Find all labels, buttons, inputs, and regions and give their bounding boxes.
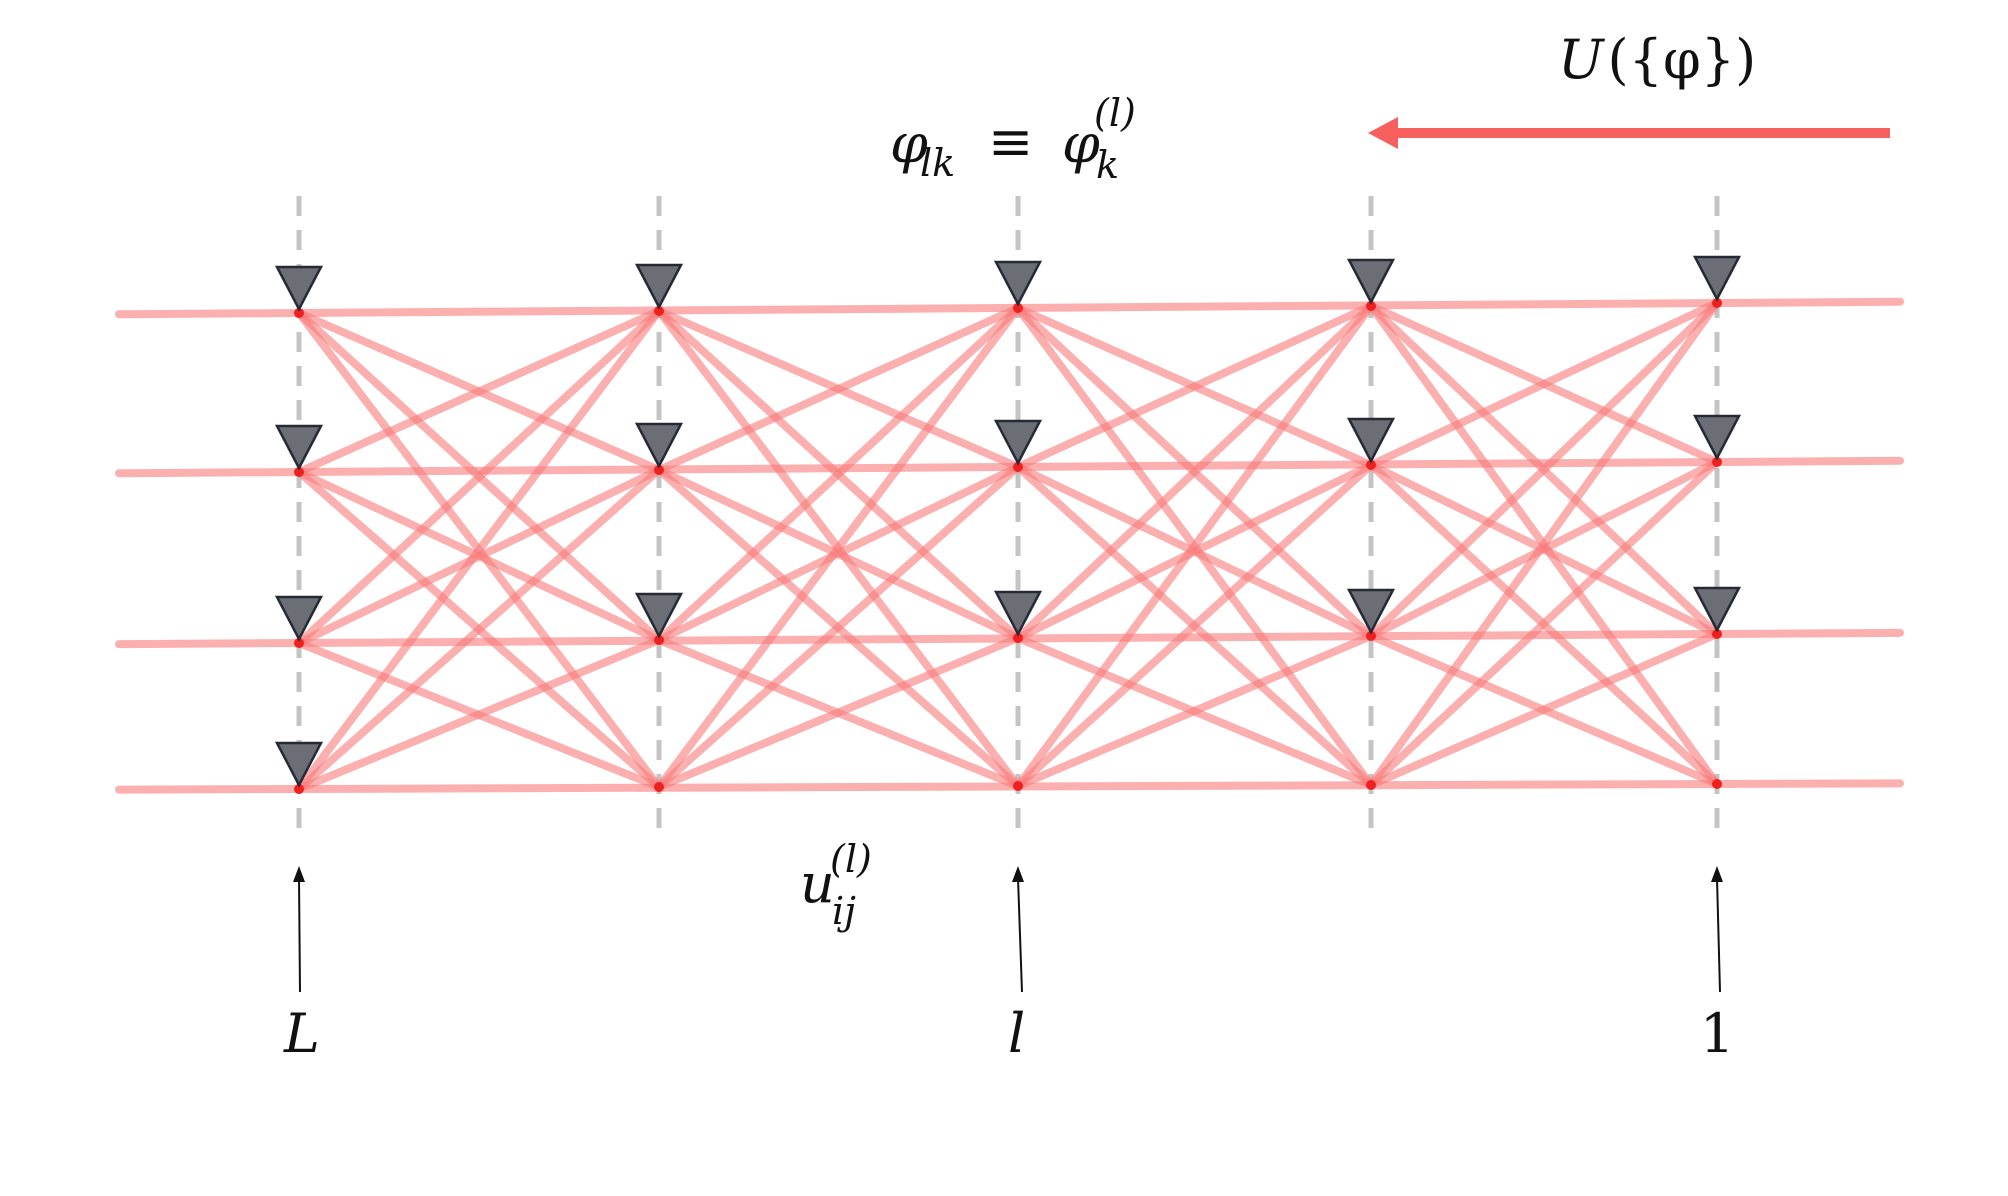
coupler-node <box>1013 462 1023 472</box>
triangle-down-icon <box>274 741 324 788</box>
coupler-node <box>1366 631 1376 641</box>
triangle-down-icon <box>634 592 684 639</box>
coupling-line <box>295 307 663 476</box>
phase-subscript: lk <box>920 141 955 185</box>
coupler-node <box>1013 633 1023 643</box>
coupling-line <box>1014 302 1375 790</box>
triangle-down-icon <box>274 265 324 312</box>
coupler-node <box>294 467 304 477</box>
phase-shifters <box>274 255 1742 788</box>
coupling-symbol: u <box>800 852 835 915</box>
arrow-up-icon <box>1711 866 1723 882</box>
triangle-down-icon <box>1346 417 1396 464</box>
coupler-nodes <box>294 298 1722 794</box>
arrow-up-icon <box>1012 866 1024 882</box>
operator-label: U({φ}) <box>1558 28 1756 91</box>
triangle-down-icon <box>993 419 1043 466</box>
coupler-node <box>294 784 304 794</box>
layer-pointers <box>293 866 1723 993</box>
triangle-down-icon <box>1346 258 1396 305</box>
coupler-node <box>654 306 664 316</box>
triangle-down-icon <box>1692 255 1742 302</box>
coupling-line <box>1014 461 1375 790</box>
coupler-node <box>1712 457 1722 467</box>
triangle-down-icon <box>274 595 324 642</box>
coupling-line <box>1367 630 1721 789</box>
coupling-line <box>295 307 663 793</box>
coupling-line <box>655 634 1022 791</box>
coupler-node <box>654 635 664 645</box>
coupling-line <box>655 463 1022 791</box>
coupler-node <box>1712 779 1722 789</box>
coupler-node <box>1712 298 1722 308</box>
arrow-up-icon <box>293 866 305 882</box>
layer-pointer-line <box>298 877 301 993</box>
layer-pointer-line <box>1017 877 1023 993</box>
coupling-label: u ij (l) <box>800 837 872 933</box>
triangle-down-icon <box>1692 586 1742 633</box>
propagation-direction-arrow <box>1368 117 1890 149</box>
arrow-left-icon <box>1368 117 1398 149</box>
coupler-node <box>654 465 664 475</box>
phase-rhs-superscript: (l) <box>1094 91 1136 135</box>
layer-label-last: 1 <box>1700 1002 1734 1065</box>
coupling-line <box>1367 458 1721 789</box>
coupling-line <box>655 304 1022 791</box>
coupling-line <box>295 307 663 647</box>
phase-symbol: φ <box>890 112 928 175</box>
coupling-line <box>1367 299 1721 640</box>
coupling-line <box>295 466 663 793</box>
coupler-node <box>294 308 304 318</box>
phase-rhs-subscript: k <box>1096 143 1119 187</box>
phase-label: φ lk ≡ φ k (l) <box>890 91 1136 187</box>
triangle-down-icon <box>634 263 684 310</box>
coupler-node <box>1366 301 1376 311</box>
triangle-down-icon <box>1346 588 1396 635</box>
layer-pointer-line <box>1716 877 1721 993</box>
waveguide-network <box>115 297 1904 794</box>
equivalence-symbol: ≡ <box>988 110 1033 173</box>
coupling-line <box>1014 302 1375 642</box>
coupler-node <box>294 638 304 648</box>
coupler-node <box>1366 780 1376 790</box>
coupler-node <box>654 782 664 792</box>
coupling-line <box>1367 299 1721 789</box>
coupling-line <box>295 636 663 793</box>
coupling-line <box>655 304 1022 474</box>
triangle-down-icon <box>993 590 1043 637</box>
triangle-down-icon <box>1692 414 1742 461</box>
coupling-line <box>655 304 1022 644</box>
layer-label-first: L <box>283 1002 320 1065</box>
coupler-node <box>1013 781 1023 791</box>
coupling-line <box>1014 302 1375 471</box>
triangle-down-icon <box>634 422 684 469</box>
coupler-node <box>1013 303 1023 313</box>
coupling-line <box>1014 632 1375 790</box>
coupler-node <box>1712 629 1722 639</box>
phase-symbol-rhs: φ <box>1062 112 1100 175</box>
coupler-node <box>1366 460 1376 470</box>
triangle-down-icon <box>274 424 324 471</box>
coupling-superscript: (l) <box>830 837 872 881</box>
layer-label-middle: l <box>1008 1002 1025 1065</box>
coupling-line <box>1367 299 1721 469</box>
coupling-subscript: ij <box>832 889 856 933</box>
triangle-down-icon <box>993 260 1043 307</box>
